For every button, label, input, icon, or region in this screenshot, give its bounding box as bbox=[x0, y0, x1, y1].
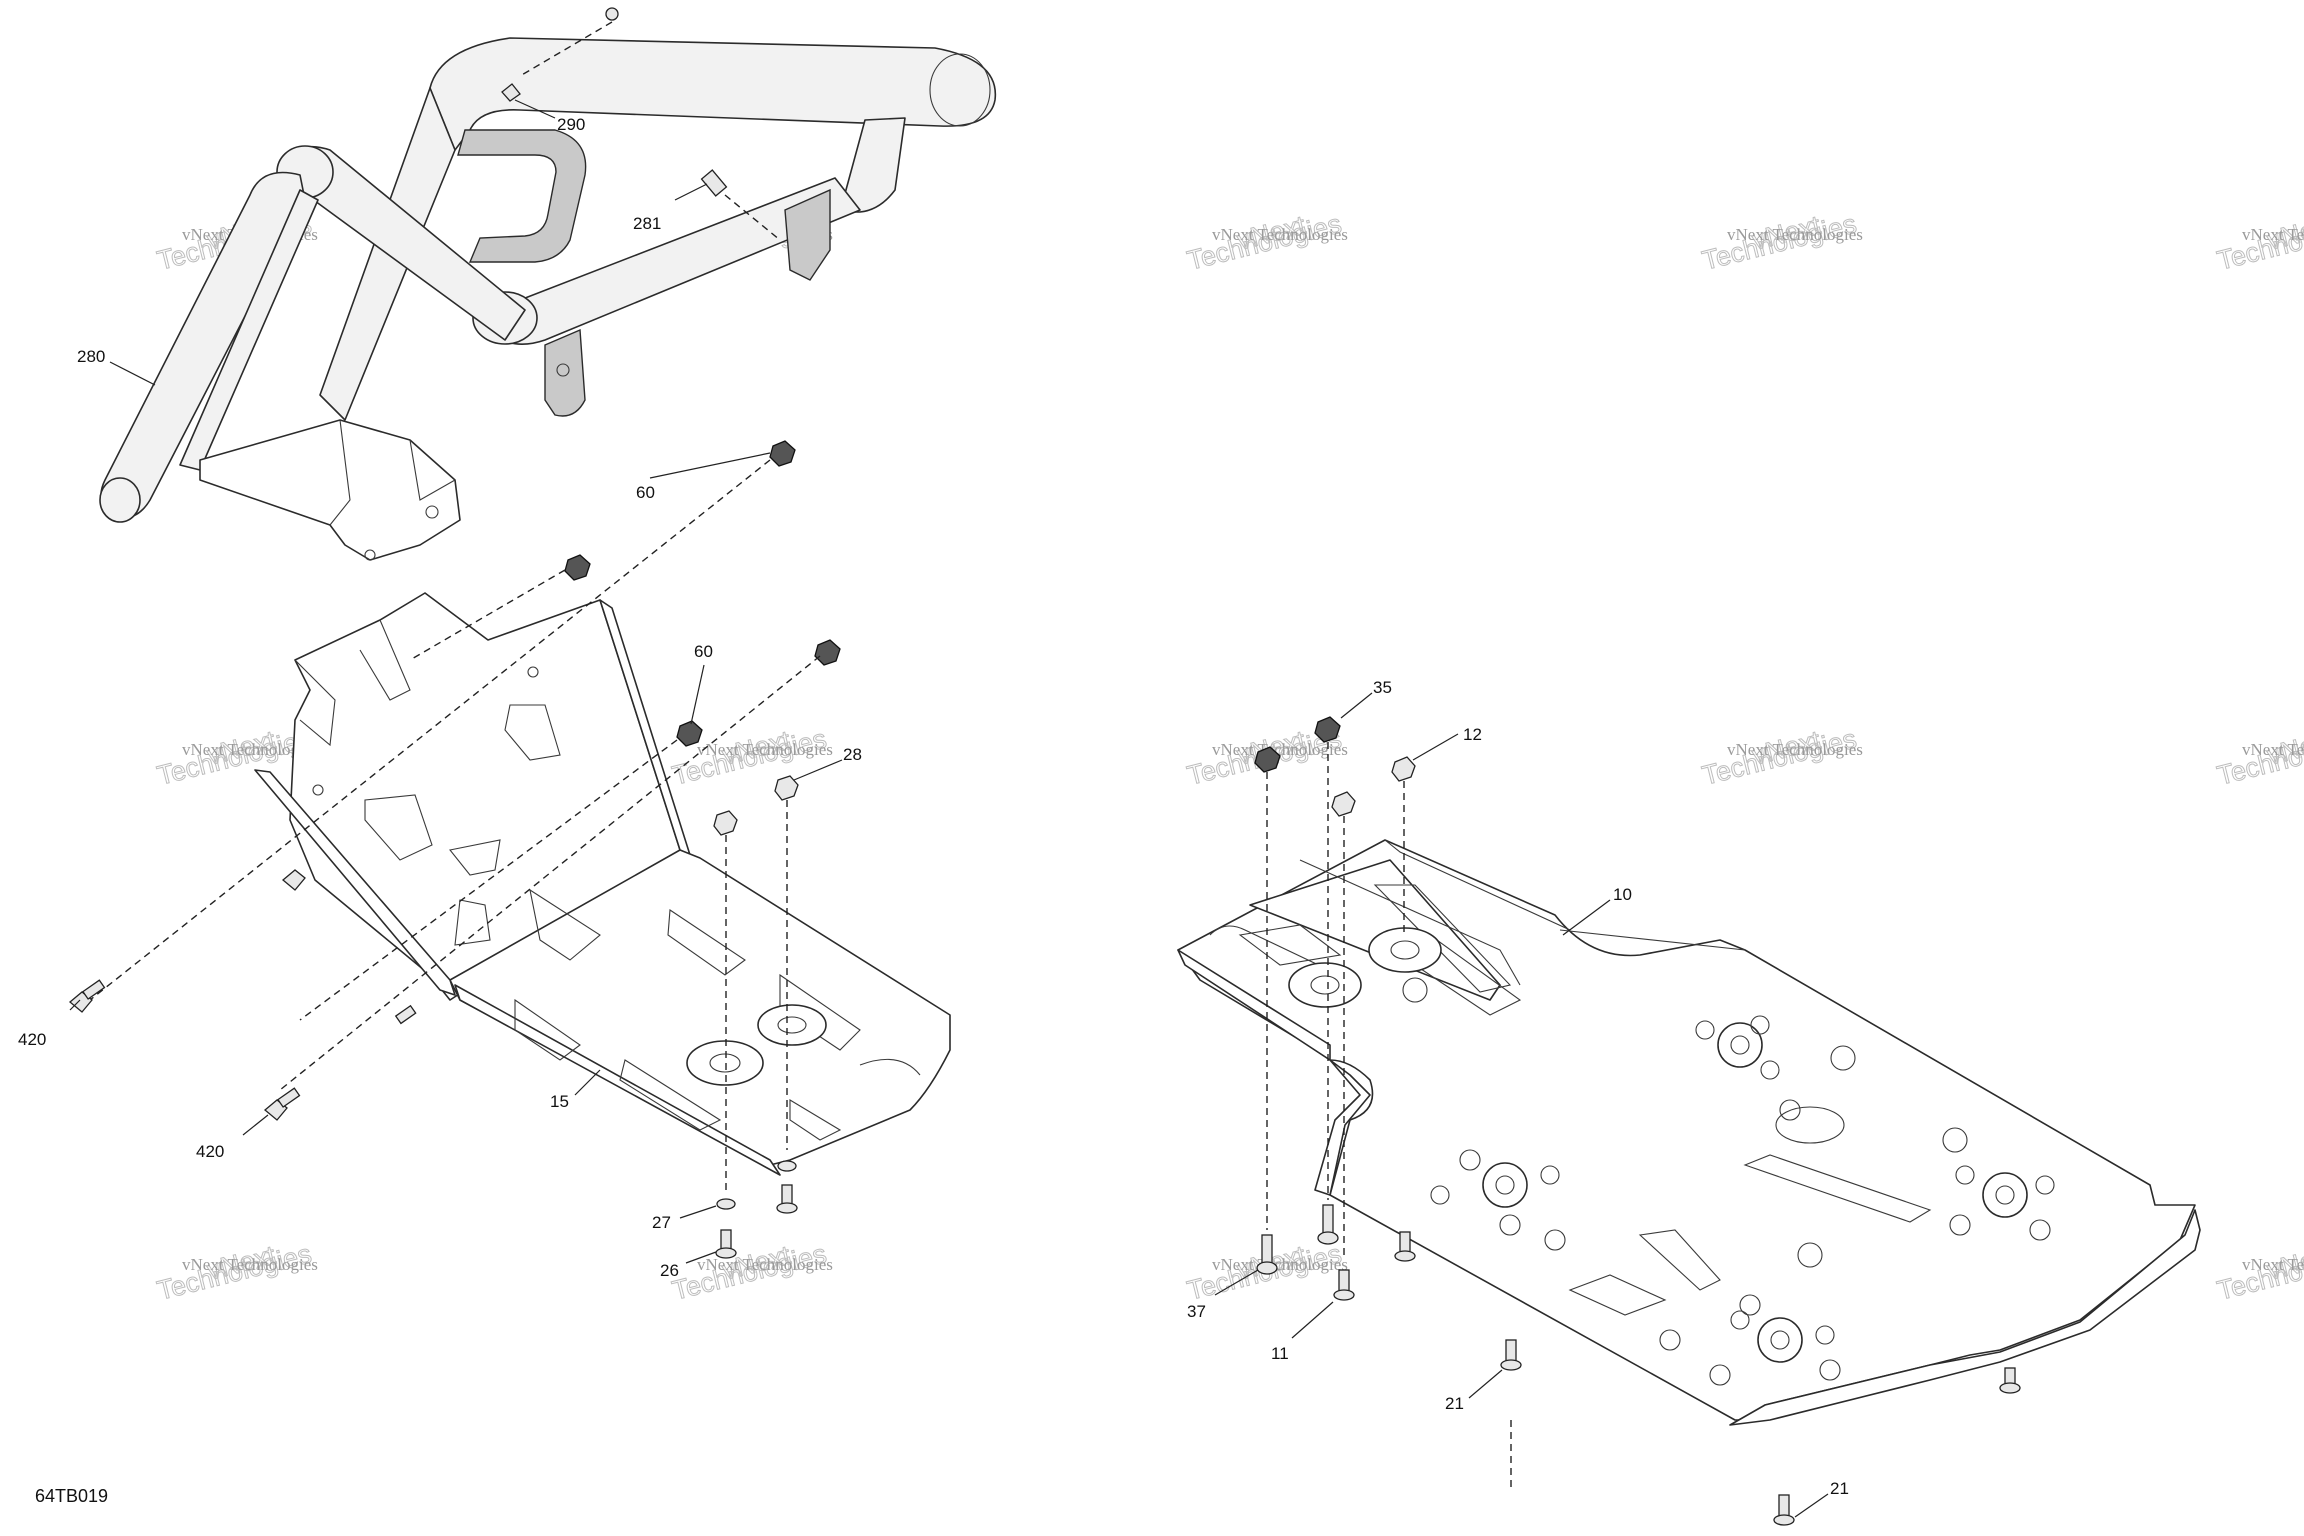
watermark: Technologies vNext vNext Technologies bbox=[2214, 1238, 2304, 1306]
callout-10: 10 bbox=[1613, 885, 1632, 904]
svg-text:vNext Technologies: vNext Technologies bbox=[1727, 225, 1863, 244]
svg-text:vNext Technologies: vNext Technologies bbox=[697, 740, 833, 759]
skid-plate-left-edge bbox=[454, 984, 781, 1176]
front-skid-plate bbox=[254, 592, 951, 1176]
callout-28: 28 bbox=[843, 745, 862, 764]
callout-420-lower: 420 bbox=[196, 1142, 224, 1161]
bumper-right-leg bbox=[839, 117, 906, 213]
bumper-front-bracket bbox=[544, 328, 586, 417]
svg-text:vNext Technologies: vNext Technologies bbox=[1212, 740, 1348, 759]
callout-26: 26 bbox=[660, 1261, 679, 1280]
svg-text:vNext Technologies: vNext Technologies bbox=[2242, 740, 2304, 759]
callout-21-left: 21 bbox=[1445, 1394, 1464, 1413]
svg-text:vNext Technologies: vNext Technologies bbox=[182, 740, 318, 759]
callout-420-upper: 420 bbox=[18, 1030, 46, 1049]
bumper-right-bracket bbox=[784, 188, 831, 281]
svg-text:vNext Technologies: vNext Technologies bbox=[182, 1255, 318, 1274]
watermark: Technologies vNext vNext Technologies bbox=[154, 1238, 318, 1306]
svg-text:vNext Technologies: vNext Technologies bbox=[1212, 1255, 1348, 1274]
bumper-inner-loop bbox=[457, 129, 587, 263]
main-skid-plate-front-lip bbox=[1729, 1209, 2201, 1426]
watermark: Technologies vNext vNext Technologies bbox=[2214, 723, 2304, 791]
bumper-lower-mount bbox=[199, 419, 461, 561]
callout-15: 15 bbox=[550, 1092, 569, 1111]
right-hardware bbox=[1254, 716, 2021, 1526]
callout-35: 35 bbox=[1373, 678, 1392, 697]
svg-text:vNext Technologies: vNext Technologies bbox=[1727, 740, 1863, 759]
watermark: Technologies vNext vNext Technologies bbox=[1699, 208, 1863, 276]
bumper-tube-assembly bbox=[99, 37, 997, 561]
diagram-reference-code: 64TB019 bbox=[35, 1486, 108, 1506]
callout-21-right: 21 bbox=[1830, 1479, 1849, 1498]
callout-290: 290 bbox=[557, 115, 585, 134]
main-skid-plate bbox=[1177, 839, 2201, 1426]
callout-281: 281 bbox=[633, 214, 661, 233]
svg-text:vNext Technologies: vNext Technologies bbox=[697, 1255, 833, 1274]
bolt-281 bbox=[700, 169, 781, 241]
watermark: Technologies vNext vNext Technologies bbox=[1184, 208, 1348, 276]
callouts: 290 281 280 60 60 28 420 420 15 27 26 35… bbox=[18, 99, 1849, 1518]
skid-plate-front-lip bbox=[254, 769, 456, 996]
skid-plate-lower-panel bbox=[449, 849, 951, 1166]
callout-60-lower: 60 bbox=[694, 642, 713, 661]
callout-37: 37 bbox=[1187, 1302, 1206, 1321]
bumper-top-tube bbox=[429, 37, 997, 151]
callout-12: 12 bbox=[1463, 725, 1482, 744]
watermark: Technologies vNext vNext Technologies bbox=[669, 1238, 833, 1306]
callout-27: 27 bbox=[652, 1213, 671, 1232]
svg-text:vNext Technologies: vNext Technologies bbox=[1212, 225, 1348, 244]
callout-280: 280 bbox=[77, 347, 105, 366]
callout-60-upper: 60 bbox=[636, 483, 655, 502]
bolt-290 bbox=[501, 7, 619, 102]
callout-11: 11 bbox=[1271, 1344, 1289, 1363]
svg-text:vNext Technologies: vNext Technologies bbox=[2242, 1255, 2304, 1274]
watermark: Technologies vNext vNext Technologies bbox=[1699, 723, 1863, 791]
watermark: Technologies vNext vNext Technologies bbox=[2214, 208, 2304, 276]
svg-text:vNext Technologies: vNext Technologies bbox=[2242, 225, 2304, 244]
